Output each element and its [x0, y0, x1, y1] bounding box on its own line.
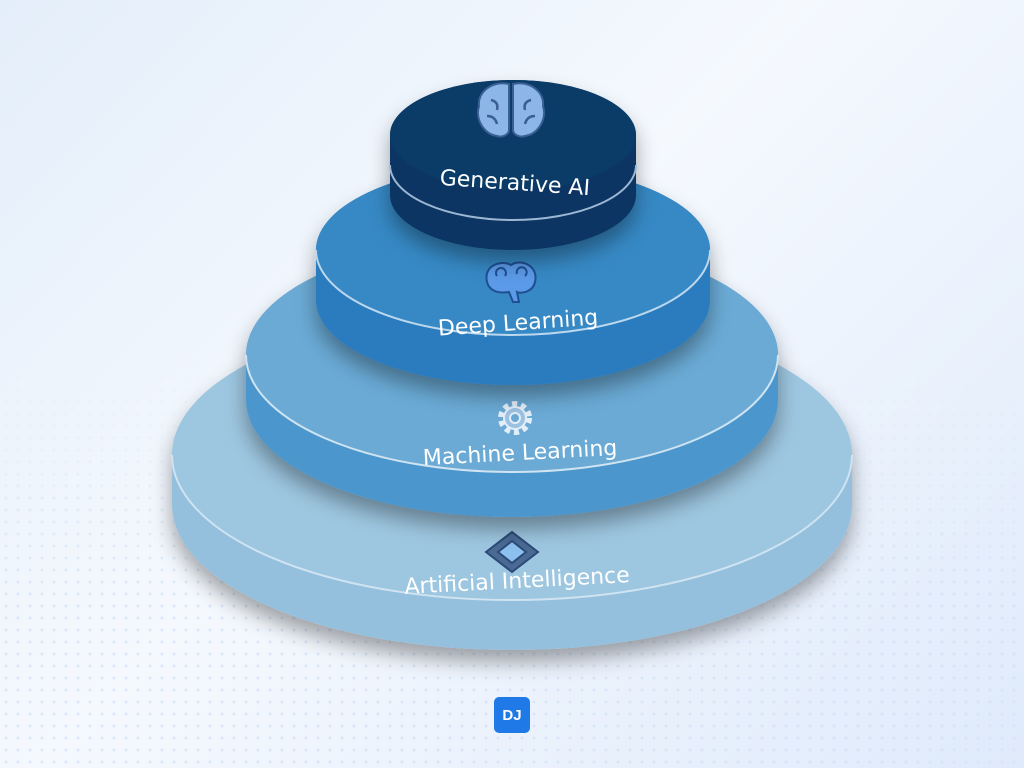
dj-logo: DJ — [494, 697, 530, 733]
layer-generative-ai: Generative AI — [389, 80, 637, 250]
chip-icon — [484, 530, 540, 574]
gear-icon — [498, 401, 532, 435]
brain-icon — [477, 82, 545, 138]
brain-side-icon — [485, 261, 537, 303]
